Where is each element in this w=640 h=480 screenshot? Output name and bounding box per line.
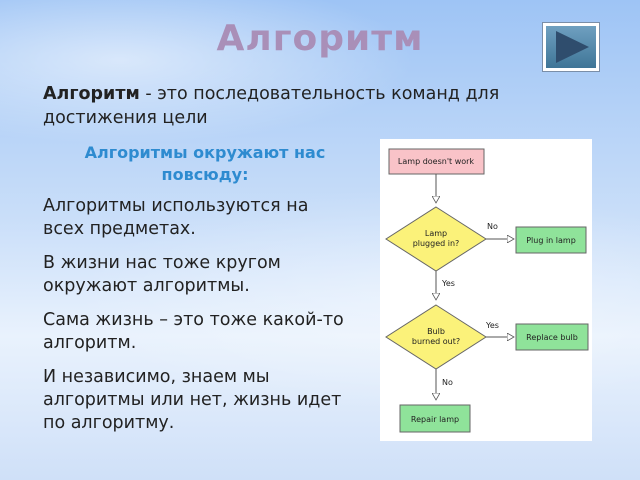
flowchart-end-label: Repair lamp — [411, 415, 459, 424]
flowchart-decision-1-yes: Yes — [441, 279, 455, 288]
next-slide-button[interactable] — [542, 22, 600, 72]
flowchart-decision-2-line1: Bulb — [427, 327, 445, 336]
flowchart-action-1 — [515, 226, 587, 254]
flowchart-decision-1-line2: plugged in? — [413, 239, 460, 248]
play-icon — [546, 26, 596, 68]
paragraph-3: Сама жизнь – это тоже какой-то алгоритм. — [43, 310, 344, 353]
definition-term: Алгоритм — [43, 84, 140, 104]
flowchart-diagram: Lamp doesn't work Lamp plugged in? No Pl… — [385, 148, 589, 433]
subheading: Алгоритмы окружают нас повсюду: — [84, 143, 326, 184]
flowchart-end-box — [399, 404, 471, 433]
flowchart-action-2-label: Replace bulb — [526, 333, 578, 342]
flowchart-decision-2-line2: burned out? — [412, 337, 460, 346]
flowchart-decision-1-line1: Lamp — [425, 229, 447, 238]
body-text: Алгоритмы используются на всех предметах… — [43, 195, 353, 446]
definition-text: Алгоритм - это последовательность команд… — [43, 82, 613, 130]
flowchart-start-label: Lamp doesn't work — [398, 157, 475, 166]
flowchart-decision-2-yes: Yes — [485, 321, 499, 330]
paragraph-4: И независимо, знаем мы алгоритмы или нет… — [43, 367, 342, 433]
paragraph-2: В жизни нас тоже кругом окружают алгорит… — [43, 253, 281, 296]
flowchart-decision-1-no: No — [487, 222, 498, 231]
definition-body: - это последовательность команд для дост… — [43, 84, 500, 128]
flowchart-decision-2-no: No — [442, 378, 453, 387]
flowchart-image: Lamp doesn't work Lamp plugged in? No Pl… — [380, 139, 592, 441]
flowchart-action-1-label: Plug in lamp — [526, 236, 576, 245]
flowchart-action-2 — [515, 323, 589, 351]
paragraph-1: Алгоритмы используются на всех предметах… — [43, 196, 309, 239]
slide-title: Алгоритм — [216, 18, 424, 59]
